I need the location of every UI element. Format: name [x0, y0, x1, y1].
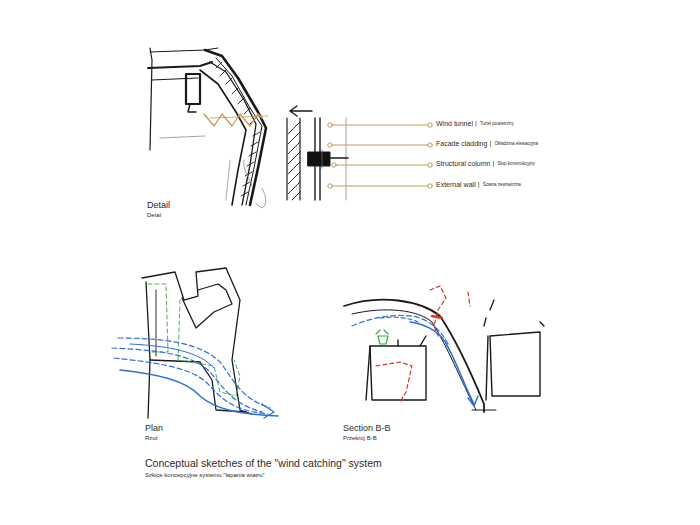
part-name-translation: Słup konstrukcyjny	[497, 162, 535, 167]
sketch-title: Section B-B	[343, 424, 391, 434]
part-name: Structural column	[436, 160, 490, 168]
part-name-translation: Okładzina elewacyjna	[494, 142, 538, 147]
part-name: External wall	[436, 181, 476, 189]
part-name: Facade cladding	[436, 140, 487, 148]
sketch-subtitle: Detal	[147, 212, 161, 219]
separator-bar	[493, 161, 494, 167]
part-name: Wind tunnel	[436, 120, 473, 128]
separator-bar	[478, 182, 479, 188]
part-name-translation: Ściana zewnętrzna	[483, 183, 521, 188]
sketch-title: Plan	[145, 424, 163, 434]
figure-caption: Conceptual sketches of the "wind catchin…	[145, 458, 382, 470]
sketch-title: Detail	[147, 201, 170, 211]
separator-bar	[490, 141, 491, 147]
part-name-translation: Tunel powietrzny	[480, 122, 514, 127]
sketch-subtitle: Przekrój B-B	[343, 435, 377, 442]
caption-translation: Szkice koncepcyjne systemu "łapania wiat…	[145, 472, 265, 479]
sketch-subtitle: Rzut	[145, 435, 157, 442]
separator-bar	[475, 121, 476, 127]
